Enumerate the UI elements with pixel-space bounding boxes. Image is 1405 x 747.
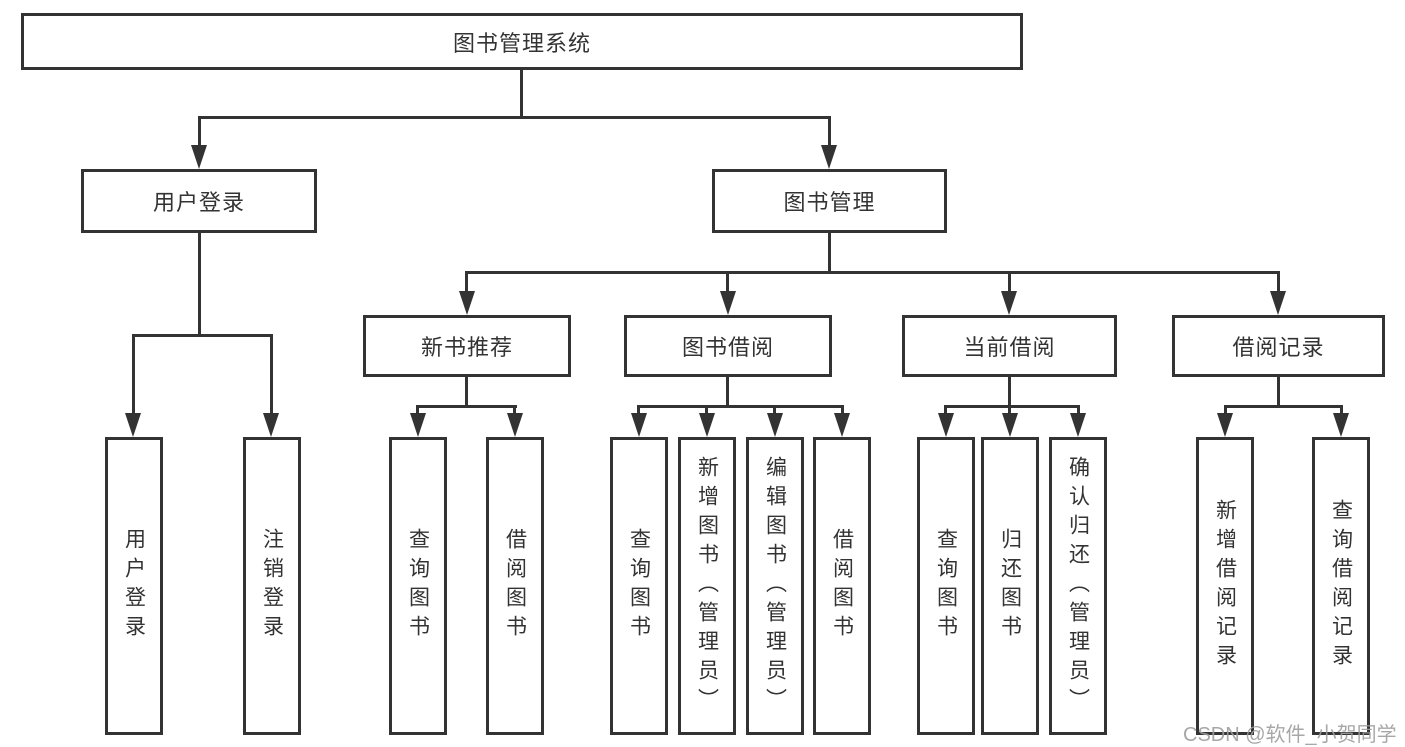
connector-book-management-split	[465, 271, 1279, 274]
connector-to-borrowing-records	[1277, 271, 1280, 293]
connector-root-stem	[520, 70, 523, 118]
connector-to-leaf	[1077, 405, 1080, 415]
arrow-down-icon	[507, 413, 523, 437]
arrow-down-icon	[263, 413, 279, 437]
node-user-login-label: 用户登录	[152, 190, 245, 215]
node-library-management-system-label: 图书管理系统	[452, 30, 591, 56]
leaf-return-book-label: 归还图书	[998, 528, 1022, 644]
leaf-edit-book-admin-label: 编辑图书（管理员）	[763, 455, 787, 717]
connector-to-new-book-recommend	[465, 271, 468, 293]
arrow-down-icon	[699, 413, 715, 437]
node-current-borrowing-label: 当前借阅	[963, 335, 1056, 360]
node-book-management: 图书管理	[712, 169, 947, 233]
node-book-management-label: 图书管理	[783, 190, 876, 215]
leaf-user-login: 用户登录	[105, 437, 163, 735]
connector-to-leaf	[944, 405, 947, 415]
leaf-edit-book-admin: 编辑图书（管理员）	[746, 437, 804, 735]
connector-to-leaf	[637, 405, 640, 415]
arrow-down-icon	[125, 413, 141, 437]
leaf-borrow-book-1: 借阅图书	[486, 437, 544, 735]
leaf-query-borrow-record-label: 查询借阅记录	[1329, 499, 1353, 673]
leaf-query-book-2: 查询图书	[610, 437, 668, 735]
arrow-down-icon	[459, 291, 475, 315]
leaf-query-borrow-record: 查询借阅记录	[1312, 437, 1370, 735]
connector-to-leaf	[773, 405, 776, 415]
node-user-login: 用户登录	[81, 169, 317, 233]
leaf-confirm-return-admin-label: 确认归还（管理员）	[1066, 455, 1090, 717]
leaf-add-borrow-record-label: 新增借阅记录	[1213, 499, 1237, 673]
connector-to-user-login	[198, 116, 201, 147]
connector-to-leaf	[1008, 405, 1011, 415]
watermark-text: CSDN @软件_小贺同学	[1183, 724, 1397, 746]
connector-user-login-stem	[198, 233, 201, 336]
connector-to-leaf	[705, 405, 708, 415]
connector-borrowing-records-stem	[1277, 377, 1280, 407]
connector-book-borrowing-split	[637, 405, 844, 408]
node-new-book-recommend-label: 新书推荐	[420, 335, 513, 360]
arrow-down-icon	[720, 291, 736, 315]
arrow-down-icon	[1001, 291, 1017, 315]
arrow-down-icon	[631, 413, 647, 437]
leaf-add-book-admin-label: 新增图书（管理员）	[695, 455, 719, 717]
leaf-query-book-1-label: 查询图书	[406, 528, 430, 644]
connector-current-borrowing-split	[944, 405, 1080, 408]
connector-to-leaf	[416, 405, 419, 415]
node-borrowing-records-label: 借阅记录	[1232, 335, 1325, 360]
arrow-down-icon	[938, 413, 954, 437]
node-borrowing-records: 借阅记录	[1172, 315, 1385, 377]
leaf-logout: 注销登录	[243, 437, 301, 735]
node-new-book-recommend: 新书推荐	[363, 315, 571, 377]
leaf-add-borrow-record: 新增借阅记录	[1196, 437, 1254, 735]
connector-to-leaf	[1340, 405, 1343, 415]
connector-book-borrowing-stem	[726, 377, 729, 407]
node-library-management-system: 图书管理系统	[21, 13, 1023, 70]
arrow-down-icon	[1333, 413, 1349, 437]
node-book-borrowing: 图书借阅	[624, 315, 832, 377]
connector-to-leaf	[513, 405, 516, 415]
leaf-borrow-book-1-label: 借阅图书	[503, 528, 527, 644]
leaf-user-login-label: 用户登录	[122, 528, 146, 644]
arrow-down-icon	[1002, 413, 1018, 437]
node-book-borrowing-label: 图书借阅	[681, 335, 774, 360]
arrow-down-icon	[834, 413, 850, 437]
arrow-down-icon	[1070, 413, 1086, 437]
arrow-down-icon	[821, 145, 837, 169]
leaf-logout-label: 注销登录	[260, 528, 284, 644]
leaf-query-book-2-label: 查询图书	[627, 528, 651, 644]
connector-new-book-split	[416, 405, 517, 408]
leaf-query-book-3-label: 查询图书	[934, 528, 958, 644]
leaf-query-book-3: 查询图书	[917, 437, 975, 735]
leaf-borrow-book-2-label: 借阅图书	[830, 528, 854, 644]
connector-to-current-borrowing	[1008, 271, 1011, 293]
connector-new-book-stem	[465, 377, 468, 407]
connector-to-leaf	[1224, 405, 1227, 415]
arrow-down-icon	[767, 413, 783, 437]
leaf-confirm-return-admin: 确认归还（管理员）	[1049, 437, 1107, 735]
arrow-down-icon	[410, 413, 426, 437]
arrow-down-icon	[191, 145, 207, 169]
leaf-borrow-book-2: 借阅图书	[813, 437, 871, 735]
connector-borrowing-records-split	[1224, 405, 1343, 408]
arrow-down-icon	[1270, 291, 1286, 315]
leaf-query-book-1: 查询图书	[389, 437, 447, 735]
connector-to-book-management	[828, 116, 831, 147]
connector-current-borrowing-stem	[1008, 377, 1011, 407]
node-current-borrowing: 当前借阅	[902, 315, 1117, 377]
connector-user-login-split	[132, 334, 273, 337]
connector-book-management-stem	[828, 233, 831, 273]
connector-to-leaf-logout	[270, 334, 273, 416]
connector-to-leaf-user-login	[132, 334, 135, 416]
arrow-down-icon	[1217, 413, 1233, 437]
leaf-add-book-admin: 新增图书（管理员）	[678, 437, 736, 735]
connector-to-book-borrowing	[726, 271, 729, 293]
connector-to-leaf	[841, 405, 844, 415]
leaf-return-book: 归还图书	[981, 437, 1039, 735]
connector-root-split	[198, 116, 831, 119]
